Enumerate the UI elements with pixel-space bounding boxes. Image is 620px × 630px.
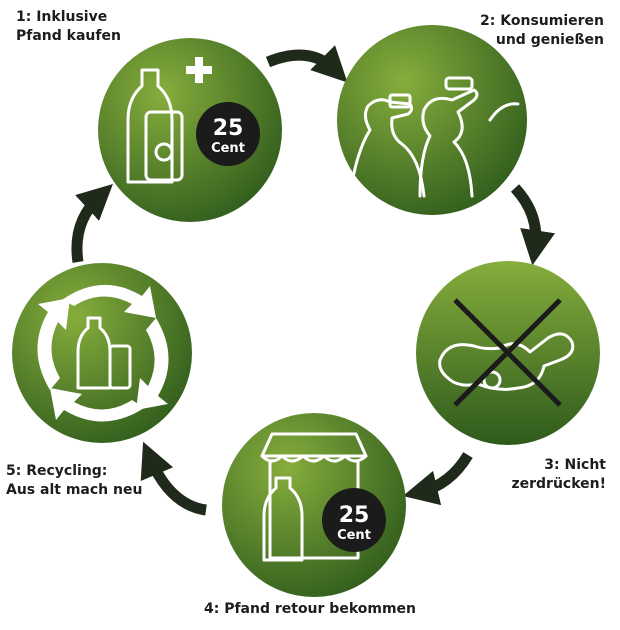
step-1-line2: Pfand kaufen — [16, 28, 121, 44]
arrow-2-to-3 — [510, 184, 556, 266]
cycle-arrows — [71, 45, 556, 516]
can-icon — [144, 110, 184, 182]
step-5-line1: Recycling: — [26, 463, 108, 479]
bottle-and-can-icon — [76, 316, 132, 390]
arrow-4-to-5 — [140, 441, 208, 516]
step-4-line1: Pfand retour bekommen — [224, 601, 417, 617]
plus-icon — [186, 57, 212, 83]
step-3-line1: Nicht — [564, 457, 606, 473]
deposit-badge-2: 25 Cent — [322, 488, 386, 552]
deposit-badge-unit: Cent — [211, 141, 245, 156]
drinking-people-icon — [348, 76, 520, 198]
step-3-circle — [416, 261, 600, 445]
step-5-line2: Aus alt mach neu — [6, 482, 143, 498]
step-5-label: 5: Recycling: Aus alt mach neu — [6, 462, 142, 500]
arrow-1-to-2 — [265, 45, 348, 83]
step-1-label: 1: Inklusive Pfand kaufen — [16, 8, 121, 46]
step-1-number: 1: — [16, 9, 32, 25]
recycle-arrows-icon — [37, 284, 169, 422]
step-2-line2: und genießen — [495, 32, 604, 48]
arrow-3-to-4 — [402, 452, 473, 506]
step-4-number: 4: — [203, 601, 220, 617]
arrow-5-to-1 — [71, 184, 113, 263]
step-1-line1: Inklusive — [36, 9, 108, 25]
step-4-circle: 25 Cent — [222, 413, 406, 597]
step-5-circle — [12, 263, 192, 443]
step-2-circle — [337, 25, 527, 215]
step-2-label: 2: Konsumieren und genießen — [480, 12, 604, 50]
step-5-number: 5: — [6, 463, 22, 479]
deposit-badge-amount-2: 25 — [339, 503, 370, 528]
cross-icon — [453, 298, 562, 407]
crushed-bottle-icon — [438, 332, 575, 391]
step-2-number: 2: — [480, 13, 496, 29]
bottle-icon-return — [262, 476, 304, 562]
step-3-line2: zerdrücken! — [511, 476, 606, 492]
step-2-line1: Konsumieren — [500, 13, 604, 29]
step-3-label: 3: Nicht zerdrücken! — [511, 456, 606, 494]
deposit-badge-1: 25 Cent — [196, 102, 260, 166]
deposit-badge-amount: 25 — [213, 116, 244, 141]
step-1-circle: 25 Cent — [98, 38, 282, 222]
bottle-icon — [126, 68, 174, 184]
deposit-badge-unit-2: Cent — [337, 528, 371, 543]
step-4-label: 4: Pfand retour bekommen — [0, 600, 620, 619]
step-3-number: 3: — [544, 457, 560, 473]
